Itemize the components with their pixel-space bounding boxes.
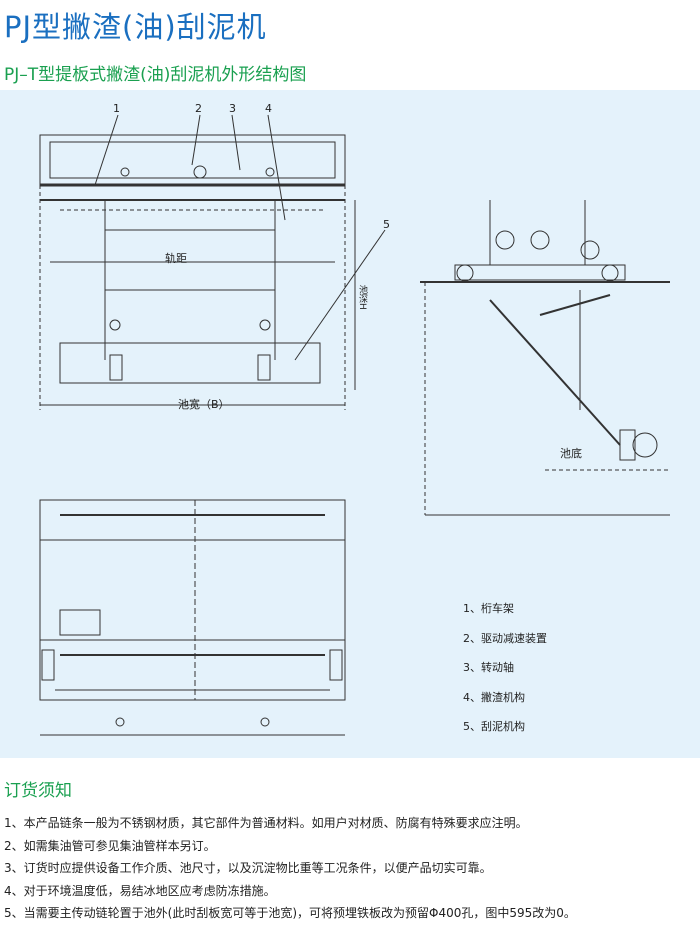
ordering-notes-heading: 订货须知	[4, 781, 72, 801]
callout-4: 4	[265, 102, 272, 115]
callout-5: 5	[383, 218, 390, 231]
legend-item: 4、撇渣机构	[463, 690, 525, 704]
pool-width-label: 池宽（B）	[178, 398, 230, 411]
legend-item: 5、刮泥机构	[463, 720, 525, 733]
note-item: 4、对于环境温度低，易结冰地区应考虑防冻措施。	[4, 883, 276, 898]
track-gauge-label: 轨距	[165, 252, 187, 265]
diagram-drawing	[39, 114, 670, 736]
page-title: PJ型撇渣(油)刮泥机	[4, 10, 267, 44]
pool-bottom-label: 池底	[560, 447, 582, 460]
legend-item: 3、转动轴	[463, 661, 514, 674]
note-item: 1、本产品链条一般为不锈钢材质，其它部件为普通材料。如用户对材质、防腐有特殊要求…	[4, 816, 528, 830]
callout-2: 2	[195, 102, 202, 115]
structure-diagram: 轨距 池宽（B） 池深H 池底 1 2 3 4 5	[0, 90, 700, 758]
note-item: 5、当需要主传动链轮置于池外(此时刮板宽可等于池宽)，可将预埋铁板改为预留Φ40…	[4, 906, 576, 920]
ordering-notes: 1、本产品链条一般为不锈钢材质，其它部件为普通材料。如用户对材质、防腐有特殊要求…	[4, 812, 576, 925]
legend-item: 2、驱动减速装置	[463, 631, 547, 645]
callout-3: 3	[229, 102, 236, 115]
legend-item: 1、桁车架	[463, 602, 514, 615]
parts-legend: 1、桁车架 2、驱动减速装置 3、转动轴 4、撇渣机构 5、刮泥机构	[463, 600, 547, 748]
note-item: 3、订货时应提供设备工作介质、池尺寸，以及沉淀物比重等工况条件，以便产品切实可靠…	[4, 861, 492, 875]
pool-depth-label: 池深H	[357, 285, 367, 310]
diagram-subtitle: PJ–T型提板式撇渣(油)刮泥机外形结构图	[4, 65, 307, 85]
note-item: 2、如需集油管可参见集油管样本另订。	[4, 838, 216, 853]
callout-1: 1	[113, 102, 120, 115]
